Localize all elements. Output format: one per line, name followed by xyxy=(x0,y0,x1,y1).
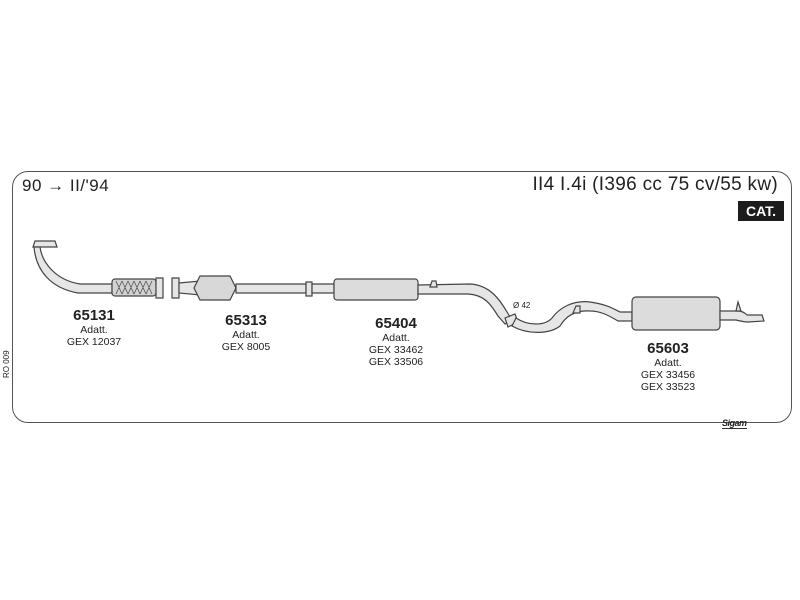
part-number: 65131 xyxy=(73,307,115,324)
part-65404: 65404 Adatt. GEX 33462 GEX 33506 xyxy=(354,315,438,368)
flex-mesh xyxy=(115,280,153,295)
part-number: 65404 xyxy=(375,315,417,332)
part-line: GEX 12037 xyxy=(66,336,122,348)
part-line: GEX 33462 xyxy=(368,344,424,356)
part-65313: 65313 Adatt. GEX 8005 xyxy=(208,312,284,353)
part-65603: 65603 Adatt. GEX 33456 GEX 33523 xyxy=(626,340,710,393)
model-title: II4 I.4i (I396 cc 75 cv/55 kw) xyxy=(532,174,778,195)
part-line: GEX 33456 xyxy=(640,369,696,381)
part-line: Adatt. xyxy=(654,357,682,369)
diagram-frame xyxy=(12,171,792,423)
part-line: Adatt. xyxy=(232,329,260,341)
rear-pipe xyxy=(511,301,633,333)
manifold-flange xyxy=(32,240,58,248)
flange-2 xyxy=(171,277,180,299)
hanger-3 xyxy=(735,299,742,312)
hanger-1 xyxy=(429,280,438,288)
part-65131: 65131 Adatt. GEX 12037 xyxy=(58,307,130,348)
flange-1 xyxy=(155,277,164,299)
front-downpipe xyxy=(33,246,113,294)
cat-badge: CAT. xyxy=(738,201,784,221)
year-range: 90 → II/'94 xyxy=(22,176,110,195)
centre-pipe-in xyxy=(311,283,335,294)
part-line: Adatt. xyxy=(80,324,108,336)
tail-pipe xyxy=(719,310,765,323)
cat-outlet-pipe xyxy=(235,283,307,294)
part-number: 65313 xyxy=(225,312,267,329)
part-line: Adatt. xyxy=(382,332,410,344)
centre-silencer xyxy=(333,278,419,301)
centre-pipe-out xyxy=(417,283,513,325)
part-line: GEX 8005 xyxy=(221,341,271,353)
flange-3 xyxy=(305,281,313,297)
diameter-label: Ø 42 xyxy=(513,301,531,310)
brand-logo: Sigam xyxy=(722,418,747,429)
rear-silencer xyxy=(631,296,721,331)
hanger-2 xyxy=(572,305,581,314)
part-line: GEX 33523 xyxy=(640,381,696,393)
catalytic-converter xyxy=(193,275,237,301)
part-line: GEX 33506 xyxy=(368,356,424,368)
part-number: 65603 xyxy=(647,340,689,357)
